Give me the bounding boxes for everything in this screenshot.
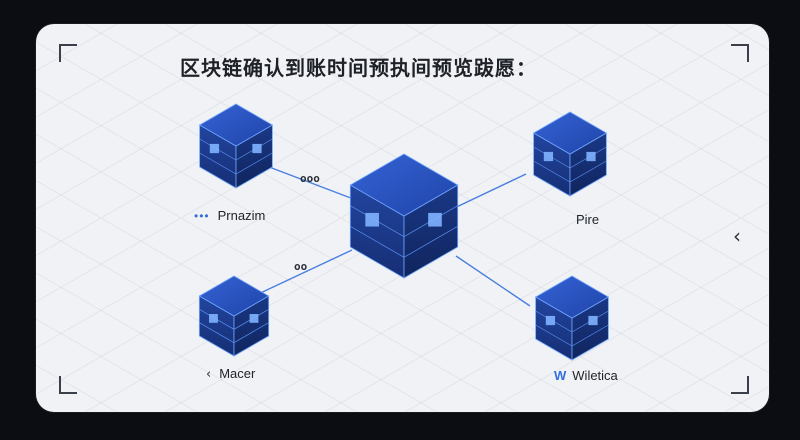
cubes	[198, 103, 610, 361]
page-title: 区块链确认到账时间预执间预览跋愿：	[180, 56, 537, 80]
node-label-bottom-left: ‹ Macer	[206, 366, 255, 382]
connection-lines	[253, 161, 531, 307]
chevron-left-icon: ‹	[206, 367, 212, 382]
link-top-left	[255, 161, 357, 201]
cube-center	[349, 153, 459, 279]
corner-bracket-bottom-right	[731, 376, 749, 394]
w-logo-icon: W	[554, 368, 567, 383]
node-label-bottom-right: W Wiletica	[554, 368, 618, 383]
node-label-text: Macer	[219, 366, 256, 381]
node-label-text: Wiletica	[572, 368, 618, 383]
link-tag-bottom: oo	[294, 260, 308, 273]
link-bottom-left	[253, 249, 353, 297]
cube-top-right	[532, 111, 608, 197]
diagram-card: 区块链确认到账时间预执间预览跋愿：	[36, 24, 769, 412]
corner-bracket-bottom-left	[59, 376, 77, 394]
chevron-left-nav-icon[interactable]: ‹	[733, 224, 741, 248]
node-label-text: Pire	[576, 212, 600, 227]
dots-connector-icon: •••	[194, 209, 210, 223]
link-top-right	[445, 173, 527, 213]
link-tag-top: ooo	[300, 172, 320, 185]
cube-top-left	[198, 103, 274, 189]
corner-bracket-top-left	[59, 44, 77, 62]
node-label-top-left: ••• Prnazim	[194, 208, 265, 223]
network-diagram	[198, 103, 610, 361]
node-label-text: Prnazim	[217, 208, 266, 223]
corner-bracket-top-right	[731, 44, 749, 62]
cube-bottom-right	[534, 275, 610, 361]
node-label-top-right: Pire	[576, 212, 599, 227]
cube-bottom-left	[198, 275, 270, 357]
link-bottom-right	[455, 255, 531, 307]
